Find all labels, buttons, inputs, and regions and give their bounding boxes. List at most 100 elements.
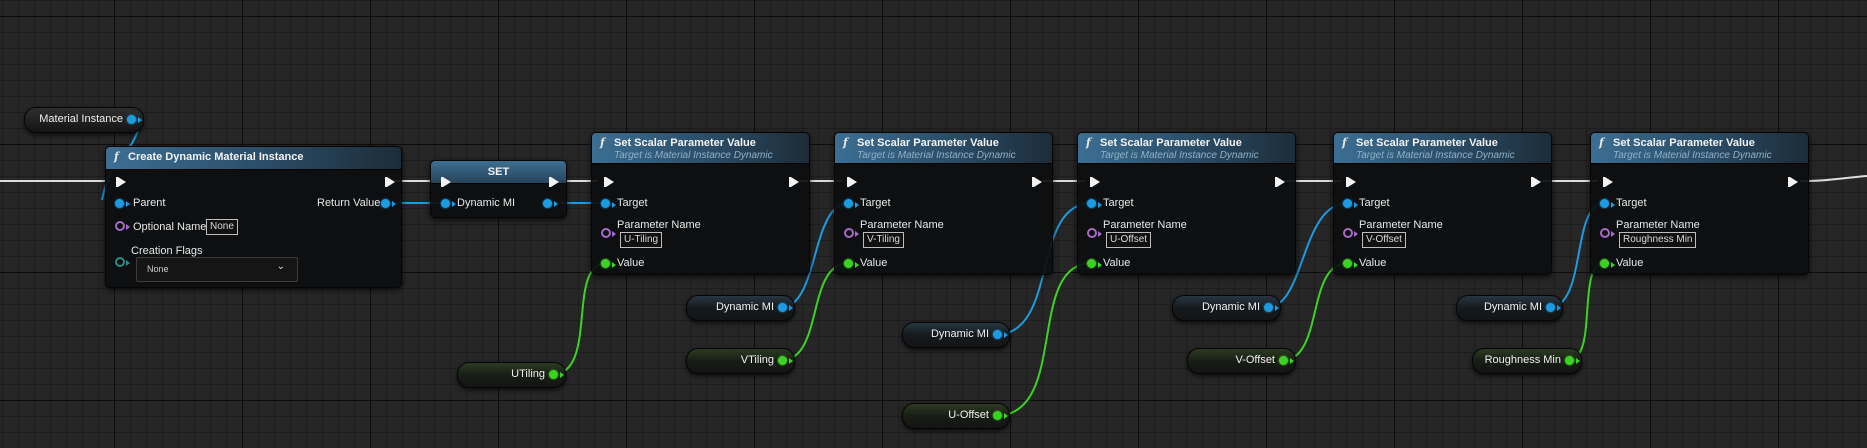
pin-arrow-icon: [1576, 358, 1580, 364]
set-scalar-node-4[interactable]: f Set Scalar Parameter Value Target is M…: [1333, 132, 1552, 275]
set-input-pin[interactable]: [441, 199, 450, 208]
set-scalar-node-1[interactable]: f Set Scalar Parameter Value Target is M…: [591, 132, 810, 275]
parent-pin[interactable]: [115, 199, 124, 208]
node-subtitle: Target is Material Instance Dynamic: [1613, 150, 1772, 161]
get-output-pin[interactable]: [1279, 356, 1288, 365]
function-icon: f: [1599, 136, 1604, 149]
exec-in-pin[interactable]: [1090, 177, 1100, 187]
exec-out-pin[interactable]: [789, 177, 799, 187]
exec-in-pin[interactable]: [116, 177, 126, 187]
value-pin[interactable]: [1087, 259, 1096, 268]
set-node[interactable]: SET Dynamic MI: [430, 160, 567, 218]
creation-flags-pin[interactable]: [115, 257, 125, 267]
target-label: Target: [1359, 197, 1390, 209]
pin-arrow-icon: [1611, 202, 1615, 208]
vtiling-get-node[interactable]: VTiling: [686, 348, 795, 374]
optional-name-pin[interactable]: [115, 221, 125, 231]
get-output-pin[interactable]: [1546, 303, 1555, 312]
pin-arrow-icon: [126, 260, 130, 266]
material-instance-node[interactable]: Material Instance: [24, 107, 144, 133]
exec-in-pin[interactable]: [1346, 177, 1356, 187]
roughness-min-get-node[interactable]: Roughness Min: [1472, 348, 1582, 374]
exec-out-pin[interactable]: [549, 177, 559, 187]
get-output-pin[interactable]: [993, 330, 1002, 339]
value-pin[interactable]: [601, 259, 610, 268]
get-output-pin[interactable]: [778, 303, 787, 312]
utiling-get-node[interactable]: UTiling: [457, 362, 566, 388]
material-instance-output-pin[interactable]: [127, 115, 136, 124]
node-header: f Set Scalar Parameter Value Target is M…: [1591, 133, 1808, 164]
pin-arrow-icon: [126, 224, 130, 230]
voffset-get-node[interactable]: V-Offset: [1187, 348, 1296, 374]
get-node-label: UTiling: [511, 368, 545, 380]
value-label: Value: [617, 257, 645, 269]
exec-in-pin[interactable]: [604, 177, 614, 187]
pin-arrow-icon: [1354, 202, 1358, 208]
optional-name-input[interactable]: None: [206, 219, 238, 235]
set-scalar-node-2[interactable]: f Set Scalar Parameter Value Target is M…: [834, 132, 1053, 275]
dynamic-mi-get-node-3[interactable]: Dynamic MI: [1172, 295, 1281, 321]
get-output-pin[interactable]: [549, 370, 558, 379]
chevron-down-icon: ⌄: [276, 261, 285, 272]
pin-arrow-icon: [612, 262, 616, 268]
set-scalar-node-3[interactable]: f Set Scalar Parameter Value Target is M…: [1077, 132, 1296, 275]
value-pin[interactable]: [1343, 259, 1352, 268]
get-output-pin[interactable]: [1565, 356, 1574, 365]
parameter-name-label: Parameter Name: [1103, 219, 1187, 231]
function-icon: f: [1086, 136, 1091, 149]
exec-in-pin[interactable]: [847, 177, 857, 187]
exec-in-pin[interactable]: [441, 177, 451, 187]
parameter-name-pin[interactable]: [844, 228, 854, 238]
get-node-label: Dynamic MI: [930, 328, 989, 340]
get-output-pin[interactable]: [778, 356, 787, 365]
target-pin[interactable]: [844, 199, 853, 208]
dynamic-mi-get-node-1[interactable]: Dynamic MI: [686, 295, 795, 321]
uoffset-get-node[interactable]: U-Offset: [902, 403, 1010, 429]
pin-arrow-icon: [1004, 413, 1008, 419]
dynamic-mi-get-node-2[interactable]: Dynamic MI: [902, 322, 1010, 348]
creation-flags-value: None: [147, 264, 169, 274]
node-header: f Set Scalar Parameter Value Target is M…: [592, 133, 809, 164]
target-pin[interactable]: [601, 199, 610, 208]
pin-arrow-icon: [560, 372, 564, 378]
get-output-pin[interactable]: [1264, 303, 1273, 312]
target-label: Target: [860, 197, 891, 209]
exec-in-pin[interactable]: [1603, 177, 1613, 187]
node-header: SET: [431, 161, 566, 184]
set-scalar-node-5[interactable]: f Set Scalar Parameter Value Target is M…: [1590, 132, 1809, 275]
get-node-label: VTiling: [740, 354, 774, 366]
value-pin[interactable]: [1600, 259, 1609, 268]
parameter-name-input[interactable]: V-Tiling: [863, 232, 904, 248]
parameter-name-pin[interactable]: [1343, 228, 1353, 238]
dynamic-mi-get-node-4[interactable]: Dynamic MI: [1456, 295, 1563, 321]
exec-out-pin[interactable]: [1032, 177, 1042, 187]
parameter-name-input[interactable]: U-Offset: [1106, 232, 1152, 248]
exec-out-pin[interactable]: [385, 177, 395, 187]
return-value-pin[interactable]: [381, 199, 390, 208]
create-dynamic-material-instance-node[interactable]: f Create Dynamic Material Instance Paren…: [105, 146, 402, 288]
parameter-name-label: Parameter Name: [617, 219, 701, 231]
node-subtitle: Target is Material Instance Dynamic: [614, 150, 773, 161]
exec-out-pin[interactable]: [1531, 177, 1541, 187]
parameter-name-input[interactable]: U-Tiling: [620, 232, 663, 248]
parameter-name-pin[interactable]: [1600, 228, 1610, 238]
parameter-name-pin[interactable]: [601, 228, 611, 238]
node-header: f Set Scalar Parameter Value Target is M…: [1078, 133, 1295, 164]
parameter-name-input[interactable]: V-Offset: [1362, 232, 1406, 248]
set-output-pin[interactable]: [543, 199, 552, 208]
parameter-name-input[interactable]: Roughness Min: [1619, 232, 1697, 248]
get-output-pin[interactable]: [993, 411, 1002, 420]
target-pin[interactable]: [1600, 199, 1609, 208]
exec-out-pin[interactable]: [1275, 177, 1285, 187]
target-pin[interactable]: [1087, 199, 1096, 208]
parameter-name-label: Parameter Name: [1616, 219, 1700, 231]
optional-name-label: Optional Name: [133, 221, 207, 233]
value-pin[interactable]: [844, 259, 853, 268]
target-pin[interactable]: [1343, 199, 1352, 208]
return-value-label: Return Value: [317, 197, 381, 209]
parameter-name-pin[interactable]: [1087, 228, 1097, 238]
creation-flags-dropdown[interactable]: None ⌄: [136, 257, 298, 282]
pin-arrow-icon: [855, 202, 859, 208]
creation-flags-label: Creation Flags: [131, 245, 203, 257]
exec-out-pin[interactable]: [1788, 177, 1798, 187]
